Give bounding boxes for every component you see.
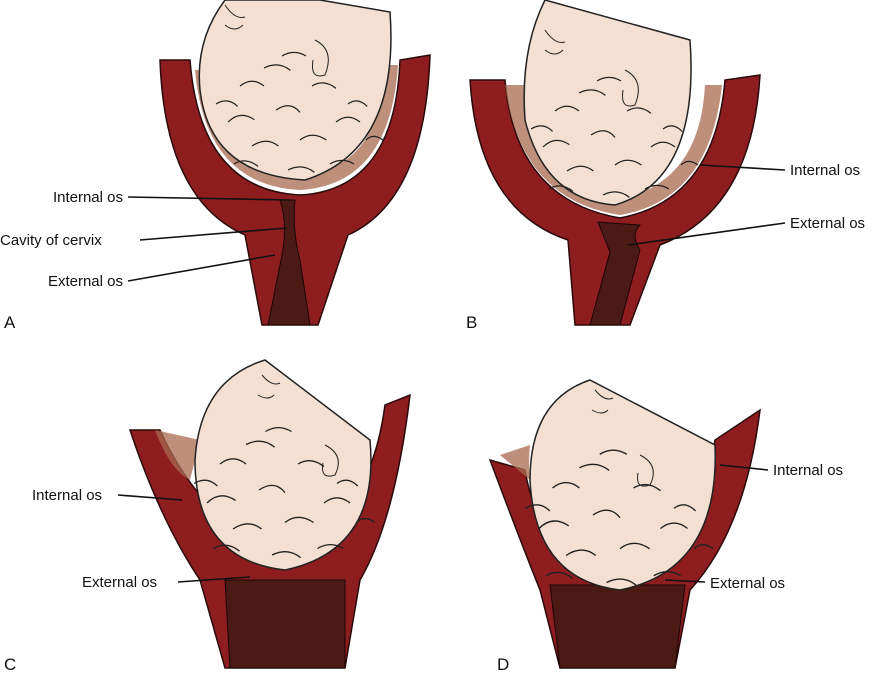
panel-letter-a: A <box>4 313 16 332</box>
lower-segment <box>155 430 200 480</box>
label-external-os: External os <box>48 273 123 290</box>
panel-c: Internal os External os C <box>4 359 411 674</box>
cervical-canal <box>589 221 642 326</box>
label-cavity-of-cervix: Cavity of cervix <box>0 232 102 249</box>
panel-letter-d: D <box>497 655 509 674</box>
fetal-head <box>198 0 392 181</box>
fetal-head <box>194 359 372 571</box>
panel-b: Internal os External os B <box>466 0 865 332</box>
label-internal-os: Internal os <box>53 189 123 206</box>
ear-icon <box>224 4 329 77</box>
label-internal-os: Internal os <box>773 462 843 479</box>
vaginal-canal <box>224 579 346 669</box>
vaginal-canal <box>549 584 686 669</box>
fetal-head <box>523 0 692 206</box>
label-external-os: External os <box>82 574 157 591</box>
lower-segment <box>500 445 530 480</box>
cervical-canal <box>267 199 311 326</box>
panel-letter-b: B <box>466 313 477 332</box>
panel-letter-c: C <box>4 655 16 674</box>
label-internal-os: Internal os <box>32 487 102 504</box>
label-internal-os: Internal os <box>790 162 860 179</box>
panel-a: Internal os Cavity of cervix External os… <box>0 0 431 332</box>
label-external-os: External os <box>790 215 865 232</box>
label-external-os: External os <box>710 575 785 592</box>
panel-d: Internal os External os D <box>488 379 843 674</box>
fetal-head <box>529 379 716 591</box>
